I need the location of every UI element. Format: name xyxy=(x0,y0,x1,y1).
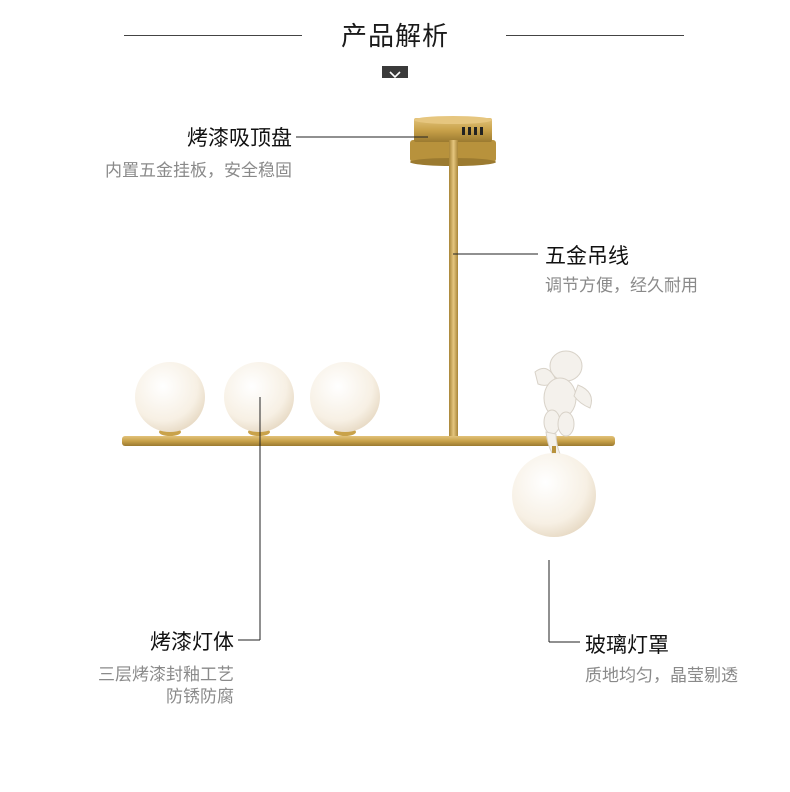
lamp-body-label: 烤漆灯体 xyxy=(150,630,234,654)
chevron-down-icon xyxy=(382,66,408,79)
horizontal-bar xyxy=(122,436,615,446)
angel-figurine xyxy=(534,350,592,457)
upper-globe-3 xyxy=(310,362,380,436)
rod-label: 五金吊线 xyxy=(545,244,629,268)
lower-globe xyxy=(512,446,596,537)
ceiling-canopy-label: 烤漆吸顶盘 xyxy=(187,126,292,150)
lamp-body-desc-1: 三层烤漆封釉工艺 xyxy=(98,665,234,685)
lamp-body-desc-2: 防锈防腐 xyxy=(166,687,234,707)
glass-shade-desc: 质地均匀，晶莹剔透 xyxy=(585,666,738,686)
upper-globe-1 xyxy=(135,362,205,436)
rod-desc: 调节方便，经久耐用 xyxy=(545,276,698,296)
page-title: 产品解析 xyxy=(340,22,449,52)
header-rule-right xyxy=(506,35,684,36)
header-rule-left xyxy=(124,35,302,36)
ceiling-canopy-desc: 内置五金挂板，安全稳固 xyxy=(105,161,292,181)
glass-shade-label: 玻璃灯罩 xyxy=(585,633,669,657)
upper-globe-2 xyxy=(224,362,294,436)
hanging-rod xyxy=(449,140,458,436)
